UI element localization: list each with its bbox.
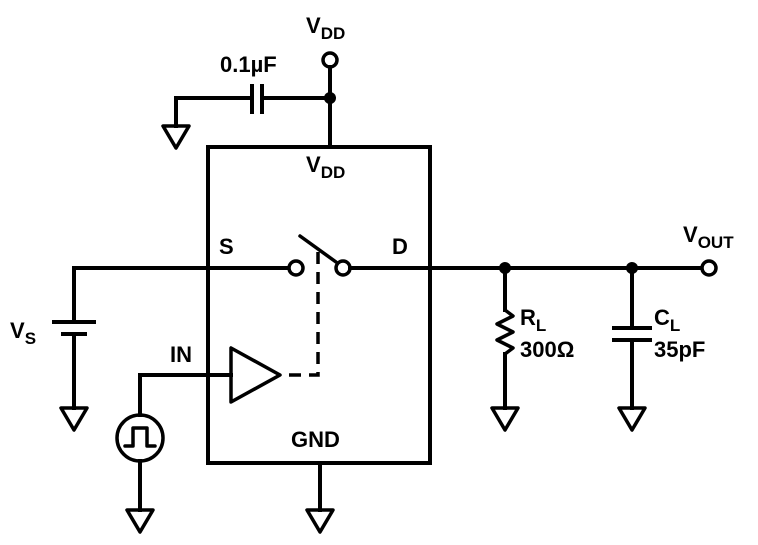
ground-icon bbox=[490, 406, 520, 432]
decoupling-cap-label: 0.1µF bbox=[220, 52, 277, 77]
output-net bbox=[428, 259, 718, 277]
ground-icon bbox=[125, 508, 155, 534]
ground-icon bbox=[617, 406, 647, 432]
vout-label: VOUT bbox=[683, 222, 734, 252]
rl-value-label: 300Ω bbox=[520, 337, 574, 362]
vs-label: VS bbox=[10, 318, 36, 348]
vdd-pin-label: VDD bbox=[306, 152, 345, 182]
pulse-source bbox=[115, 373, 210, 534]
resistor-zigzag-icon bbox=[495, 308, 515, 356]
pulse-generator-circle bbox=[115, 413, 165, 463]
analog-switch bbox=[206, 234, 432, 377]
vs-source bbox=[52, 266, 210, 432]
ground-icon bbox=[305, 508, 335, 534]
vdd-top-label: VDD bbox=[306, 13, 345, 43]
cl-value-label: 35pF bbox=[654, 337, 705, 362]
switch-drain-contact bbox=[334, 259, 352, 277]
in-pin-label: IN bbox=[170, 342, 192, 367]
vout-terminal bbox=[700, 259, 718, 277]
d-pin-label: D bbox=[392, 234, 408, 259]
s-pin-label: S bbox=[219, 234, 234, 259]
switch-ic-body bbox=[206, 145, 432, 465]
rl-label: RL bbox=[520, 305, 546, 335]
vdd-supply bbox=[321, 51, 339, 149]
switch-blade bbox=[298, 234, 338, 264]
input-buffer bbox=[206, 346, 282, 404]
pulse-waveform-icon bbox=[123, 426, 157, 448]
switch-control-link bbox=[288, 252, 320, 377]
load-resistor bbox=[490, 266, 520, 432]
ic-ground bbox=[305, 461, 335, 534]
gnd-pin-label: GND bbox=[291, 427, 340, 452]
cl-label: CL bbox=[654, 305, 680, 335]
vdd-terminal bbox=[321, 51, 339, 69]
decoupling-capacitor bbox=[161, 84, 332, 150]
load-capacitor bbox=[612, 266, 652, 432]
buffer-triangle-icon bbox=[229, 346, 282, 404]
switch-source-contact bbox=[287, 259, 305, 277]
ground-icon bbox=[59, 406, 89, 432]
ground-icon bbox=[161, 124, 191, 150]
